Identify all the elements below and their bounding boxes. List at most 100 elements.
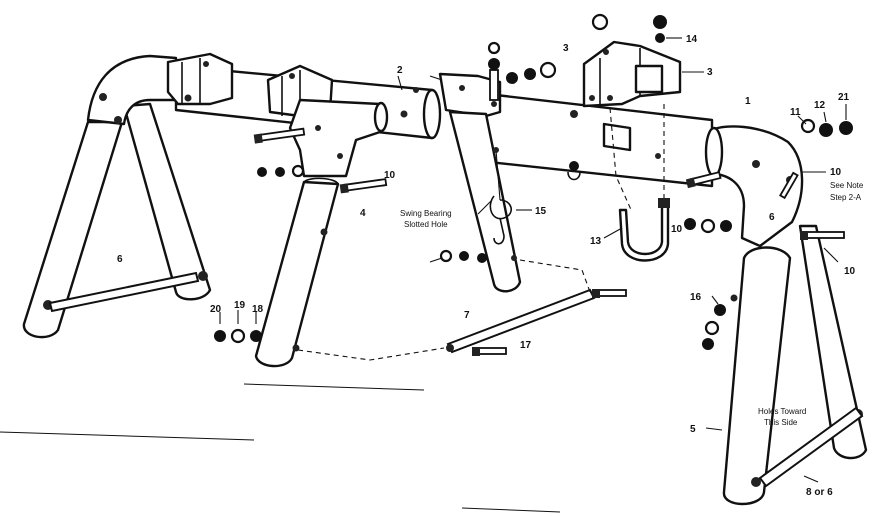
swing-bearing-hook [477,147,581,245]
leader [429,257,443,263]
bolt-hole [730,294,738,302]
bolt-hole [289,73,295,79]
hex-nut [653,15,667,29]
leg-top-edge [303,177,339,185]
hex-nut [569,161,579,171]
bolt-hole [413,87,419,93]
reference-rule [243,383,425,391]
bolt-hole [114,116,122,124]
hex-nut [488,58,500,70]
rod-bolt-17 [472,347,507,356]
bolt-hole [459,85,465,91]
swing-hanger-plate [438,72,502,118]
diagram-notes: Swing Bearing Slotted Hole See Note Step… [400,181,864,427]
callout-17: 17 [520,340,532,351]
note-holes-toward-line1: Holes Toward [758,407,806,416]
beam-collar [602,122,632,152]
clip [567,171,581,181]
swing-leg-7-pipe [448,110,522,293]
bolt-hole [491,101,497,107]
hardware-18-20 [214,310,262,344]
bolt-hole [320,228,328,236]
leader [711,295,719,305]
swing-bearing-ring [489,195,512,220]
alignment-line [297,347,445,361]
leader [823,247,839,263]
alignment-line [609,107,633,213]
callout-6-left: 6 [117,254,123,265]
elbow-bolt-6 [779,171,799,200]
bolt-hole [184,94,192,102]
bottom-rod-7 [297,249,627,361]
callout-19: 19 [234,300,246,311]
hex-nut [702,338,714,350]
washer [439,249,453,263]
reference-rule [461,507,561,513]
hook-chain [495,149,501,201]
washer [539,61,557,79]
washer [700,218,716,234]
callout-21: 21 [838,92,850,103]
right-back-leg [798,224,868,460]
leader [705,427,723,431]
right-top-beam [438,40,714,293]
flat-washer [250,330,262,342]
lock-washer [230,328,246,344]
bolt-hole [570,110,578,118]
callout-11: 11 [790,107,801,118]
hex-nut [524,68,536,80]
callout-10-center: 10 [384,170,396,181]
tee-end [373,101,389,133]
callout-4: 4 [360,208,366,219]
left-elbow-fitting [86,54,180,126]
callout-14: 14 [686,34,698,45]
hex-nut [714,304,726,316]
bolt-hole [337,153,343,159]
bolt-hole [292,344,300,352]
leader [803,475,819,483]
right-brace-rod [758,406,864,488]
leader [429,75,443,81]
leader [797,115,807,125]
leader [477,199,493,215]
u-bolt-nut [658,198,670,208]
bolt-hole [315,125,321,131]
left-inner-leg [122,102,212,301]
beam-bracket-3 [582,40,682,108]
hex-nut [275,167,285,177]
bolt-hole [511,255,517,261]
center-leg [254,180,340,368]
hex-nut [684,218,696,230]
clamp-edge [181,58,201,104]
callout-7: 7 [464,310,470,321]
bolt-hole [655,153,661,159]
center-tee-fitting [288,98,388,178]
left-a-frame [22,54,212,339]
callout-18: 18 [252,304,264,315]
u-bolt-13 [603,198,670,262]
vertical-bolt [489,69,499,101]
callout-10-leg: 10 [844,266,856,277]
callout-6-right: 6 [769,212,775,223]
right-a-frame [684,104,868,506]
callout-15: 15 [535,206,547,217]
top-hardware [397,13,704,101]
bolt-into-tee [253,127,306,144]
bolt-hole [493,147,499,153]
bracket-cutout [634,64,664,94]
rod-bolt-top [592,289,627,298]
callout-20: 20 [210,304,222,315]
u-bolt [618,204,670,262]
callout-10-elbow: 10 [830,167,842,178]
center-leg-assembly [253,98,389,368]
beam-end [422,88,442,140]
leg-bolt-10 [339,178,388,194]
washer [591,13,609,31]
rod-end [446,344,454,352]
elbow-bolt-10 [800,231,845,240]
note-holes-toward-line2: This Side [764,418,798,427]
callout-13: 13 [590,236,602,247]
callout-10-right: 10 [671,224,683,235]
leader [603,227,623,239]
note-see-note-line1: See Note [830,181,864,190]
